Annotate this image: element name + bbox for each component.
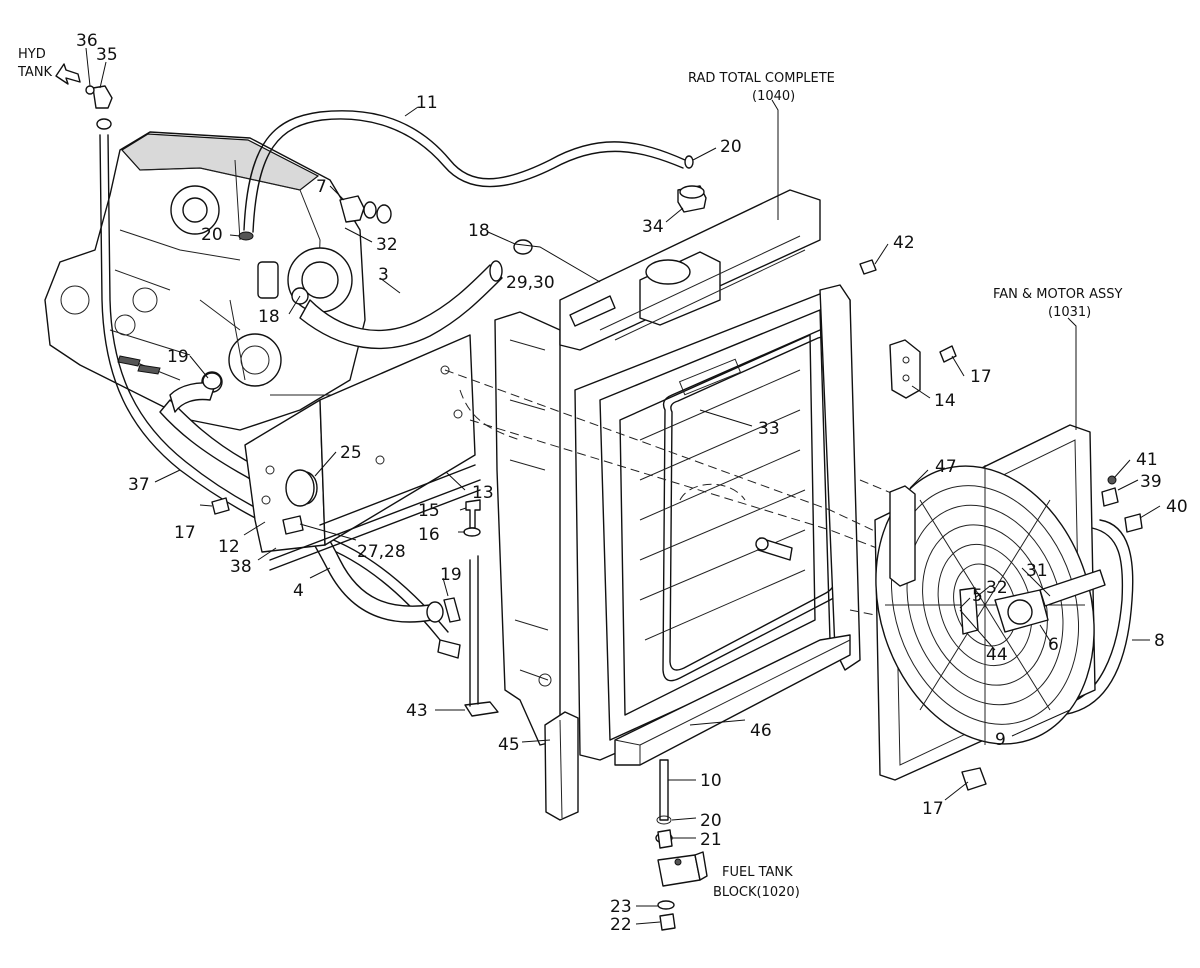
callout-29-30: 29,30	[506, 273, 555, 293]
engine-assembly	[44, 131, 366, 431]
callout-6: 6	[1048, 635, 1059, 655]
hose-11	[243, 110, 686, 231]
callout-40: 40	[1166, 497, 1188, 517]
fuel-tank-caption-line2: BLOCK(1020)	[713, 885, 800, 900]
callout-44: 44	[986, 645, 1008, 665]
hyd-tank-arrow	[55, 63, 81, 85]
callout-22: 22	[610, 915, 632, 935]
fan-motor-caption-line2: (1031)	[1048, 305, 1091, 320]
hyd-tank-caption-line2: TANK	[17, 65, 53, 80]
callout-12: 12	[218, 537, 240, 557]
bracket-14	[889, 339, 921, 399]
callout-18: 18	[468, 221, 490, 241]
callout-20: 20	[201, 225, 223, 245]
callout-17: 17	[922, 799, 944, 819]
callout-17: 17	[970, 367, 992, 387]
rad-total-caption-line1: RAD TOTAL COMPLETE	[688, 71, 835, 86]
callout-18: 18	[258, 307, 280, 327]
fuel-tank-block	[655, 815, 708, 931]
callout-43: 43	[406, 701, 428, 721]
radiator-assembly	[494, 185, 921, 766]
callout-5: 5	[972, 586, 983, 606]
bracket-47	[889, 485, 916, 587]
callout-11: 11	[416, 93, 438, 113]
callout-34: 34	[642, 217, 664, 237]
callout-21: 21	[700, 830, 722, 850]
fuel-tank-caption-line1: FUEL TANK	[722, 865, 793, 880]
fan-motor-caption-line1: FAN & MOTOR ASSY	[993, 287, 1122, 302]
callout-46: 46	[750, 721, 772, 741]
callout-45: 45	[498, 735, 520, 755]
baffle-panel-12	[244, 334, 481, 571]
callout-17: 17	[174, 523, 196, 543]
callout-8: 8	[1154, 631, 1165, 651]
callout-27-28: 27,28	[357, 542, 406, 562]
callout-16: 16	[418, 525, 440, 545]
fan-motor-assembly	[874, 424, 1106, 781]
callout-25: 25	[340, 443, 362, 463]
callout-42: 42	[893, 233, 915, 253]
callout-7: 7	[316, 177, 327, 197]
callout-10: 10	[700, 771, 722, 791]
hose-3	[299, 264, 503, 350]
callout-41: 41	[1136, 450, 1158, 470]
callout-32: 32	[376, 235, 398, 255]
callout-32: 32	[986, 578, 1008, 598]
leader-lines	[85, 47, 1161, 925]
callout-35: 35	[96, 45, 118, 65]
callout-14: 14	[934, 391, 956, 411]
callout-3: 3	[378, 265, 389, 285]
callout-15: 15	[418, 501, 440, 521]
callout-13: 13	[472, 483, 494, 503]
callout-19: 19	[440, 565, 462, 585]
callout-23: 23	[610, 897, 632, 917]
callout-36: 36	[76, 31, 98, 51]
bracket-43	[464, 701, 499, 717]
crossmember-46	[614, 634, 851, 766]
callout-39: 39	[1140, 472, 1162, 492]
callout-19: 19	[167, 347, 189, 367]
leg-45	[544, 711, 579, 821]
callout-38: 38	[230, 557, 252, 577]
callout-33: 33	[758, 419, 780, 439]
callout-4: 4	[293, 581, 304, 601]
hyd-tank-caption-line1: HYD	[18, 47, 46, 62]
callout-37: 37	[128, 475, 150, 495]
tube-10	[659, 759, 669, 821]
callout-20: 20	[720, 137, 742, 157]
callout-47: 47	[935, 457, 957, 477]
callout-20: 20	[700, 811, 722, 831]
rad-total-caption-line2: (1040)	[752, 89, 795, 104]
callout-9: 9	[995, 730, 1006, 750]
callout-31: 31	[1026, 561, 1048, 581]
hose-37	[99, 134, 441, 641]
